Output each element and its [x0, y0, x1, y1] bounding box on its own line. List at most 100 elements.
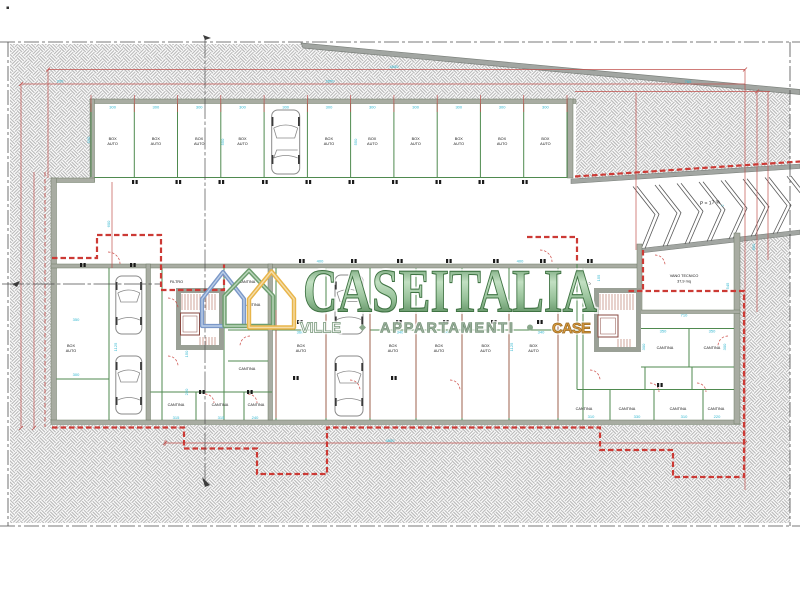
svg-text:AUTO: AUTO [388, 349, 399, 353]
svg-text:AUTO: AUTO [434, 349, 445, 353]
svg-text:AUTO: AUTO [454, 142, 465, 146]
svg-text:AUTO: AUTO [540, 142, 551, 146]
svg-text:350: 350 [660, 329, 667, 334]
svg-text:BOX: BOX [412, 137, 420, 141]
svg-text:310: 310 [681, 414, 688, 419]
svg-text:1125: 1125 [509, 342, 514, 351]
svg-text:300: 300 [196, 105, 203, 110]
svg-text:1125: 1125 [113, 342, 118, 351]
svg-text:350: 350 [709, 329, 716, 334]
svg-text:AUTO: AUTO [194, 142, 205, 146]
svg-text:AUTO: AUTO [151, 142, 162, 146]
svg-text:CASE: CASE [552, 320, 592, 337]
svg-text:300: 300 [499, 105, 506, 110]
svg-text:300: 300 [326, 105, 333, 110]
svg-text:300: 300 [153, 105, 160, 110]
svg-text:550: 550 [86, 136, 91, 143]
svg-text:P = 17 %: P = 17 % [700, 200, 721, 207]
svg-text:340: 340 [397, 330, 404, 335]
svg-text:150: 150 [184, 350, 189, 357]
svg-text:CANTINA: CANTINA [168, 403, 185, 407]
svg-text:300: 300 [73, 372, 80, 377]
svg-text:BOX: BOX [195, 137, 203, 141]
svg-text:600: 600 [106, 220, 111, 227]
svg-text:CASEITALIA: CASEITALIA [303, 259, 597, 326]
svg-text:300: 300 [542, 105, 549, 110]
svg-text:VILLE: VILLE [300, 321, 343, 337]
svg-text:BOX: BOX [109, 137, 117, 141]
svg-text:300: 300 [455, 105, 462, 110]
svg-text:315: 315 [218, 415, 225, 420]
svg-text:550: 550 [353, 138, 358, 145]
svg-text:‹›: ‹› [721, 203, 724, 208]
svg-text:550: 550 [220, 138, 225, 145]
svg-text:545: 545 [725, 282, 730, 289]
svg-text:300: 300 [239, 105, 246, 110]
svg-text:CANTINA: CANTINA [248, 403, 265, 407]
svg-text:360: 360 [297, 330, 304, 335]
svg-text:BOX: BOX [541, 137, 549, 141]
svg-text:FILTRO: FILTRO [577, 282, 590, 286]
svg-text:CANTINA: CANTINA [619, 407, 636, 411]
svg-text:AUTO: AUTO [528, 349, 539, 353]
svg-text:APPARTAMENTI: APPARTAMENTI [380, 321, 515, 337]
svg-text:240: 240 [252, 415, 259, 420]
svg-text:330: 330 [634, 414, 641, 419]
svg-text:CANTINA: CANTINA [657, 346, 674, 350]
svg-text:300: 300 [412, 105, 419, 110]
svg-text:APPARTAMENTI: APPARTAMENTI [380, 321, 515, 337]
svg-text:220: 220 [184, 388, 189, 395]
svg-text:AUTO: AUTO [66, 349, 77, 353]
svg-text:CANTINA: CANTINA [239, 367, 256, 371]
svg-text:AUTO: AUTO [367, 142, 378, 146]
svg-text:BOX: BOX [368, 137, 376, 141]
svg-text:VILLE: VILLE [300, 321, 343, 337]
svg-text:CANTINA: CANTINA [239, 280, 256, 284]
svg-text:340: 340 [538, 330, 545, 335]
svg-text:300: 300 [282, 105, 289, 110]
svg-text:BOX: BOX [498, 137, 506, 141]
svg-text:BOX: BOX [529, 344, 537, 348]
svg-text:BOX: BOX [435, 344, 443, 348]
svg-text:37,9 mq: 37,9 mq [677, 280, 691, 284]
svg-text:300: 300 [641, 343, 646, 350]
svg-text:315: 315 [173, 415, 180, 420]
svg-text:CASEITALIA: CASEITALIA [303, 259, 597, 326]
svg-text:2650: 2650 [326, 79, 336, 84]
svg-text:FILTRO: FILTRO [170, 280, 183, 284]
svg-text:310: 310 [588, 414, 595, 419]
svg-text:CANTINA: CANTINA [708, 407, 725, 411]
svg-text:300: 300 [722, 343, 727, 350]
svg-text:4650: 4650 [390, 64, 400, 69]
svg-text:220: 220 [714, 414, 721, 419]
svg-text:CANTINA: CANTINA [576, 407, 593, 411]
svg-text:CASE: CASE [552, 320, 592, 337]
svg-text:CANTINA: CANTINA [670, 407, 687, 411]
svg-text:CANTINA: CANTINA [212, 403, 229, 407]
svg-text:BOX: BOX [238, 137, 246, 141]
svg-text:650: 650 [751, 243, 756, 250]
svg-text:AUTO: AUTO [324, 142, 335, 146]
svg-text:155: 155 [596, 274, 601, 281]
svg-text:AUTO: AUTO [296, 349, 307, 353]
svg-text:400: 400 [517, 259, 524, 264]
svg-text:BOX: BOX [389, 344, 397, 348]
svg-text:BOX: BOX [481, 344, 489, 348]
svg-text:VANO TECNICO: VANO TECNICO [670, 274, 699, 278]
svg-text:300: 300 [109, 105, 116, 110]
svg-text:BOX: BOX [325, 137, 333, 141]
svg-text:AUTO: AUTO [107, 142, 118, 146]
svg-text:200: 200 [57, 79, 64, 84]
svg-text:340: 340 [444, 330, 451, 335]
svg-text:350: 350 [73, 317, 80, 322]
svg-text:710: 710 [681, 313, 688, 318]
svg-text:CANTINA: CANTINA [244, 303, 261, 307]
svg-text:CANTINA: CANTINA [704, 346, 721, 350]
svg-text:BOX: BOX [297, 344, 305, 348]
svg-text:AUTO: AUTO [237, 142, 248, 146]
svg-text:400: 400 [317, 259, 324, 264]
svg-text:AUTO: AUTO [497, 142, 508, 146]
svg-text:765: 765 [685, 79, 692, 84]
svg-text:AUTO: AUTO [480, 349, 491, 353]
svg-text:BOX: BOX [455, 137, 463, 141]
